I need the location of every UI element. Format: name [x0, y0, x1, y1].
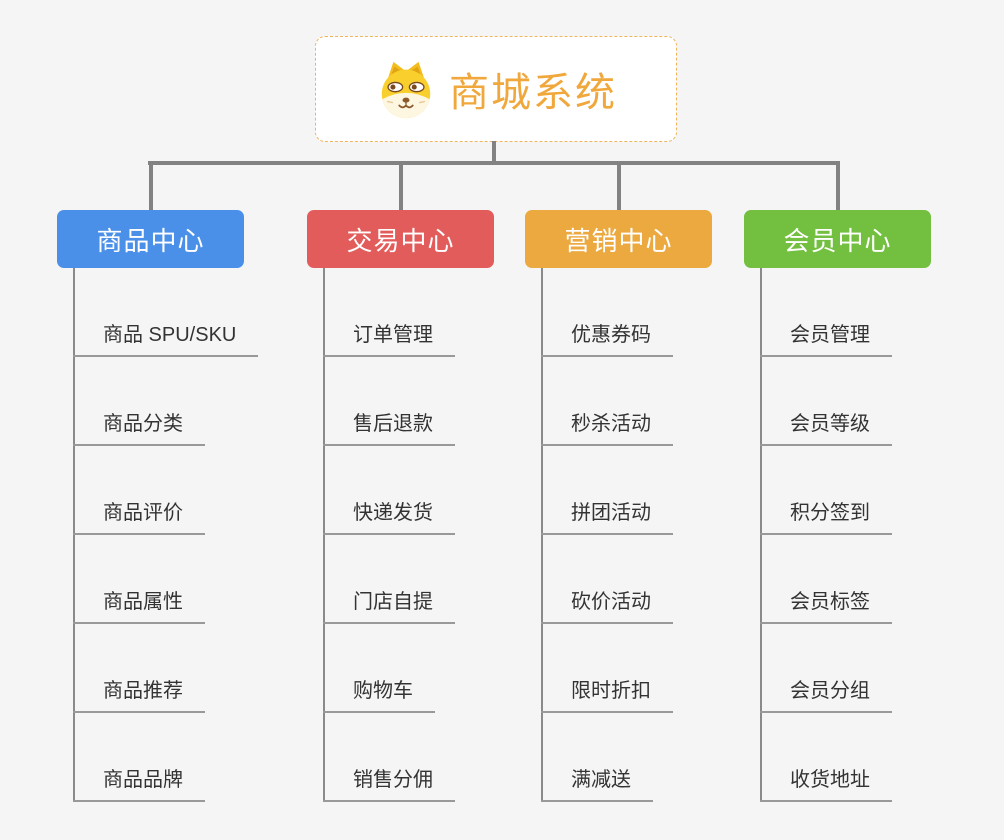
child-node[interactable]: 收货地址: [760, 768, 892, 802]
child-node[interactable]: 砍价活动: [541, 590, 673, 624]
child-node[interactable]: 会员等级: [760, 412, 892, 446]
child-node[interactable]: 商品属性: [73, 590, 205, 624]
child-node[interactable]: 购物车: [323, 679, 435, 713]
branch-label: 营销中心: [564, 225, 673, 256]
branch-trunk-connector: [323, 268, 325, 802]
child-node[interactable]: 积分签到: [760, 501, 892, 535]
branch-horizontal-connector: [148, 161, 839, 165]
child-node[interactable]: 门店自提: [323, 590, 455, 624]
root-title: 商城系统: [449, 71, 617, 115]
branch-drop-connector: [835, 161, 840, 210]
branch-trunk-connector: [541, 268, 543, 802]
child-node[interactable]: 快递发货: [323, 501, 455, 535]
root-node[interactable]: 商城系统: [315, 36, 677, 142]
child-node[interactable]: 订单管理: [323, 323, 455, 357]
child-node[interactable]: 商品 SPU/SKU: [73, 323, 259, 357]
root-stem-connector: [492, 141, 496, 162]
branch-drop-connector: [148, 161, 153, 210]
child-node[interactable]: 优惠券码: [541, 323, 673, 357]
branch-drop-connector: [616, 161, 621, 210]
child-node[interactable]: 满减送: [541, 768, 653, 802]
child-node[interactable]: 秒杀活动: [541, 412, 673, 446]
branch-node-1[interactable]: 商品中心: [57, 210, 244, 268]
child-node[interactable]: 商品推荐: [73, 679, 205, 713]
child-node[interactable]: 商品品牌: [73, 768, 205, 802]
branch-node-4[interactable]: 会员中心: [744, 210, 931, 268]
branch-node-2[interactable]: 交易中心: [307, 210, 494, 268]
child-node[interactable]: 商品评价: [73, 501, 205, 535]
branch-trunk-connector: [73, 268, 75, 802]
branch-drop-connector: [398, 161, 403, 210]
child-node[interactable]: 售后退款: [323, 412, 455, 446]
child-node[interactable]: 限时折扣: [541, 679, 673, 713]
child-node[interactable]: 销售分佣: [323, 768, 455, 802]
branch-label: 商品中心: [96, 225, 205, 256]
branch-label: 交易中心: [346, 225, 455, 256]
branch-node-3[interactable]: 营销中心: [525, 210, 712, 268]
child-node[interactable]: 会员分组: [760, 679, 892, 713]
branch-trunk-connector: [760, 268, 762, 802]
child-node[interactable]: 商品分类: [73, 412, 205, 446]
dog-icon: [381, 61, 431, 119]
child-node[interactable]: 会员管理: [760, 323, 892, 357]
child-node[interactable]: 拼团活动: [541, 501, 673, 535]
child-node[interactable]: 会员标签: [760, 590, 892, 624]
branch-label: 会员中心: [783, 225, 892, 256]
